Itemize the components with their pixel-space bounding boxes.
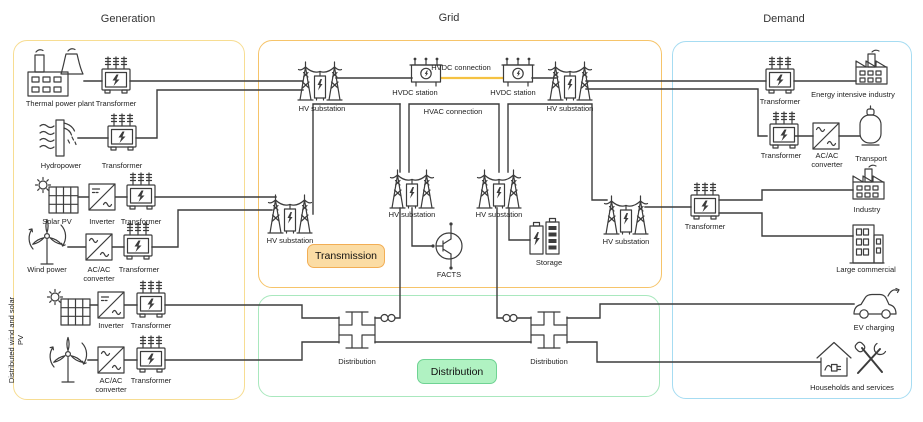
storage-label: Storage <box>535 258 563 267</box>
demand-box <box>672 41 912 399</box>
storage-icon <box>529 217 560 255</box>
demand-title: Demand <box>763 13 805 25</box>
transformer-label: Transformer <box>130 376 172 385</box>
hv-substation-label: HV substation <box>475 210 523 219</box>
grid-title: Grid <box>438 12 460 24</box>
inverter-label: Inverter <box>89 217 115 226</box>
hv-substation-label: HV substation <box>388 210 436 219</box>
services-tools-icon <box>854 341 887 374</box>
inverter-icon <box>97 291 125 319</box>
facts-icon <box>431 222 463 270</box>
hv-substation-label: HV substation <box>266 236 314 245</box>
connector-wires <box>67 76 861 363</box>
hvdc-connection-label: HVDC connection <box>431 63 491 72</box>
households-house-icon <box>816 341 852 377</box>
grid-distribution-box <box>258 295 660 397</box>
acac-converter-icon <box>97 346 125 374</box>
industry-icon <box>852 164 885 200</box>
transmission-badge: Transmission <box>307 244 385 268</box>
hv-substation-label: HV substation <box>298 104 346 113</box>
distribution-node-icon <box>338 311 376 349</box>
inverter-label: Inverter <box>98 321 124 330</box>
ev-charging-car-icon <box>853 287 900 319</box>
distributed-wind-solar-label: Distributed wind and solar PV <box>7 296 25 384</box>
distribution-node-label: Distribution <box>338 357 376 366</box>
transformer-label: Transformer <box>95 99 137 108</box>
transport-gas-tank-icon <box>859 105 882 146</box>
transformer-label: Transformer <box>101 161 143 170</box>
distributed-solar-icon <box>46 288 91 326</box>
transformer-icon <box>690 182 720 220</box>
transformer-label: Transformer <box>130 321 172 330</box>
hvac-connection-label: HVAC connection <box>423 107 483 116</box>
acac-converter-label: AC/AC converter <box>811 151 843 169</box>
thermal-plant-label: Thermal power plant <box>25 99 95 108</box>
hv-substation-icon <box>476 169 522 209</box>
large-commercial-label: Large commercial <box>836 265 896 274</box>
grid-transmission-box <box>258 40 662 288</box>
hv-substation-icon <box>389 169 435 209</box>
distributed-wind-icon <box>49 336 88 383</box>
distribution-node-label: Distribution <box>530 357 568 366</box>
transformer-icon <box>136 280 166 318</box>
transformer-icon <box>765 56 795 94</box>
solar-pv-label: Solar PV <box>42 217 72 226</box>
energy-intensive-label: Energy intensive industry <box>811 90 895 99</box>
transformer-label: Transformer <box>118 265 160 274</box>
hvdc-station-icon <box>501 56 535 87</box>
hvdc-station-label: HVDC station <box>392 88 438 97</box>
ev-charging-label: EV charging <box>853 323 895 332</box>
industry-label: Industry <box>853 205 881 214</box>
households-label: Households and services <box>810 383 894 392</box>
acac-converter-icon <box>812 122 840 150</box>
acac-converter-icon <box>85 233 113 261</box>
distribution-badge: Distribution <box>417 359 497 384</box>
distribution-node-icon <box>530 311 568 349</box>
transformer-label: Transformer <box>684 222 726 231</box>
hydropower-icon <box>39 119 77 157</box>
inverter-icon <box>88 183 116 211</box>
generation-title: Generation <box>100 13 156 25</box>
wind-power-label: Wind power <box>27 265 67 274</box>
transformer-icon <box>107 113 137 151</box>
hv-substation-label: HV substation <box>546 104 594 113</box>
transformer-label: Transformer <box>759 97 801 106</box>
thermal-power-plant-icon <box>27 48 84 97</box>
hv-substation-icon <box>267 194 313 234</box>
transformer-icon <box>126 172 156 210</box>
hvdc-station-label: HVDC station <box>490 88 536 97</box>
transport-label: Transport <box>855 154 887 163</box>
transformer-icon <box>769 111 799 149</box>
transformer-icon <box>123 222 153 260</box>
acac-converter-label: AC/AC converter <box>95 376 127 394</box>
transformer-icon <box>101 56 131 94</box>
hv-substation-label: HV substation <box>602 237 650 246</box>
energy-intensive-industry-icon <box>855 49 888 85</box>
large-commercial-icon <box>849 224 885 264</box>
acac-converter-label: AC/AC converter <box>83 265 115 283</box>
facts-label: FACTS <box>436 270 462 279</box>
transformer-label: Transformer <box>760 151 802 160</box>
transformer-label: Transformer <box>120 217 162 226</box>
hydropower-label: Hydropower <box>40 161 82 170</box>
solar-pv-icon <box>34 176 79 214</box>
distribution-transformer-icon <box>380 313 518 323</box>
generation-box <box>13 40 245 400</box>
transformer-icon <box>136 335 166 373</box>
hv-substation-icon <box>603 195 649 235</box>
hv-substation-icon <box>297 61 343 101</box>
